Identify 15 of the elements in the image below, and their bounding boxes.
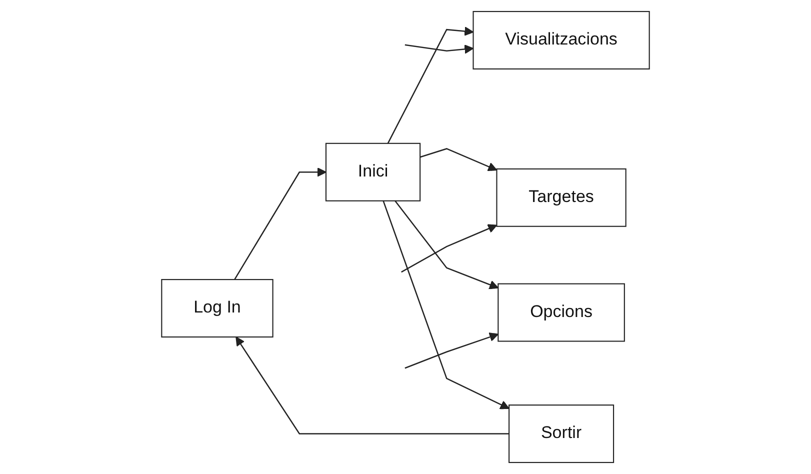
arrow [401, 224, 498, 273]
arrow [404, 44, 474, 54]
arrow [394, 200, 499, 290]
node-box: Visualitzacions [472, 10, 650, 70]
arrow [387, 26, 474, 144]
node-box: Inici [325, 142, 421, 202]
arrow [236, 336, 510, 434]
arrow [404, 332, 499, 369]
node-box: Opcions [498, 283, 625, 342]
node-box: Sortir [508, 404, 614, 464]
node-box: Log In [161, 279, 274, 338]
arrow [420, 148, 498, 172]
node-box: Targetes [496, 168, 626, 227]
arrow [234, 167, 326, 280]
arrow [382, 200, 510, 410]
